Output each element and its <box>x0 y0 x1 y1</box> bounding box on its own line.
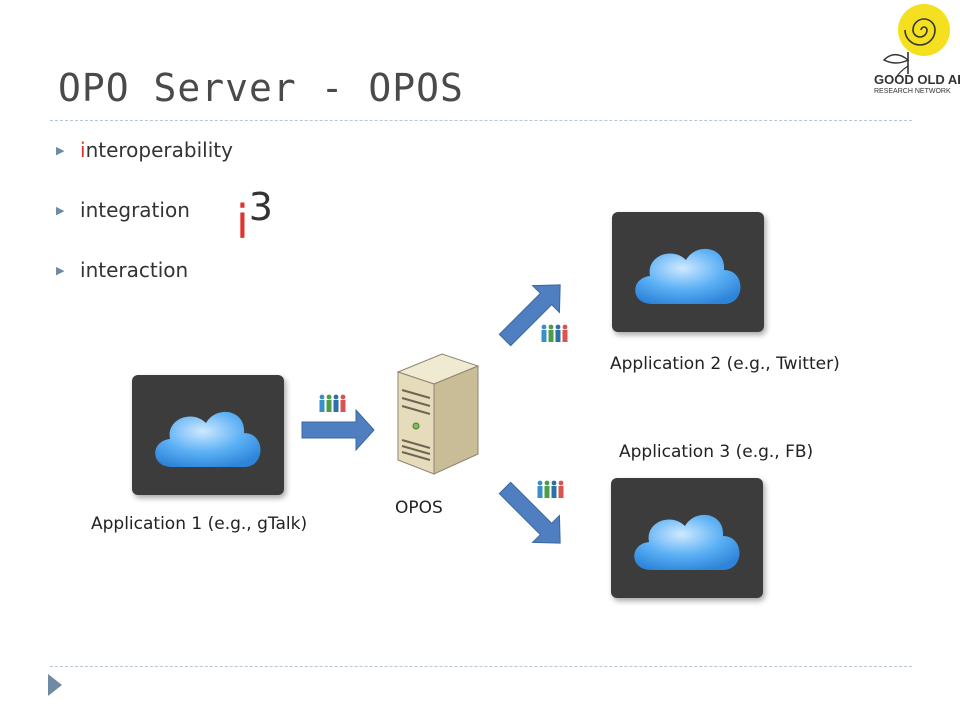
bullet-arrow-icon: ▶ <box>56 144 65 157</box>
people-icon <box>319 394 346 412</box>
i-cubed-letter: i <box>236 195 249 249</box>
i-cubed-exponent: 3 <box>248 185 273 229</box>
cloud-icon <box>634 514 740 570</box>
title-divider <box>50 120 912 121</box>
cloud-icon <box>155 411 261 467</box>
logo-sun-icon <box>882 4 950 79</box>
cloud-icon <box>635 248 741 304</box>
arrow-server-to-app3 <box>498 481 561 544</box>
bullet-arrow-icon: ▶ <box>56 264 65 277</box>
footer-divider <box>50 666 912 667</box>
next-slide-icon[interactable] <box>48 674 62 696</box>
app3-cloud-box <box>611 478 763 598</box>
app1-cloud-box <box>132 375 284 495</box>
app2-cloud-box <box>612 212 764 332</box>
logo: GOOD OLD AI RESEARCH NETWORK <box>868 0 960 110</box>
bullet-interaction: ▶interaction <box>56 258 189 282</box>
server-label: OPOS <box>395 498 443 518</box>
bullet-arrow-icon: ▶ <box>56 204 65 217</box>
server-icon <box>392 350 484 478</box>
slide-title: OPO Server - OPOS <box>58 66 464 110</box>
people-icon <box>537 480 564 498</box>
logo-text-main: GOOD OLD AI <box>874 72 960 87</box>
i-cubed-mark: i3 <box>236 188 273 245</box>
logo-text-sub: RESEARCH NETWORK <box>874 88 951 95</box>
arrow-server-to-app2 <box>498 284 561 347</box>
app1-label: Application 1 (e.g., gTalk) <box>91 514 308 534</box>
arrow-app1-to-server <box>301 408 375 452</box>
bullet-integration: ▶integration <box>56 198 190 222</box>
app2-label: Application 2 (e.g., Twitter) <box>610 354 840 374</box>
app3-label: Application 3 (e.g., FB) <box>619 442 814 462</box>
people-icon <box>541 324 568 342</box>
bullet-interoperability: ▶interoperability <box>56 138 233 162</box>
